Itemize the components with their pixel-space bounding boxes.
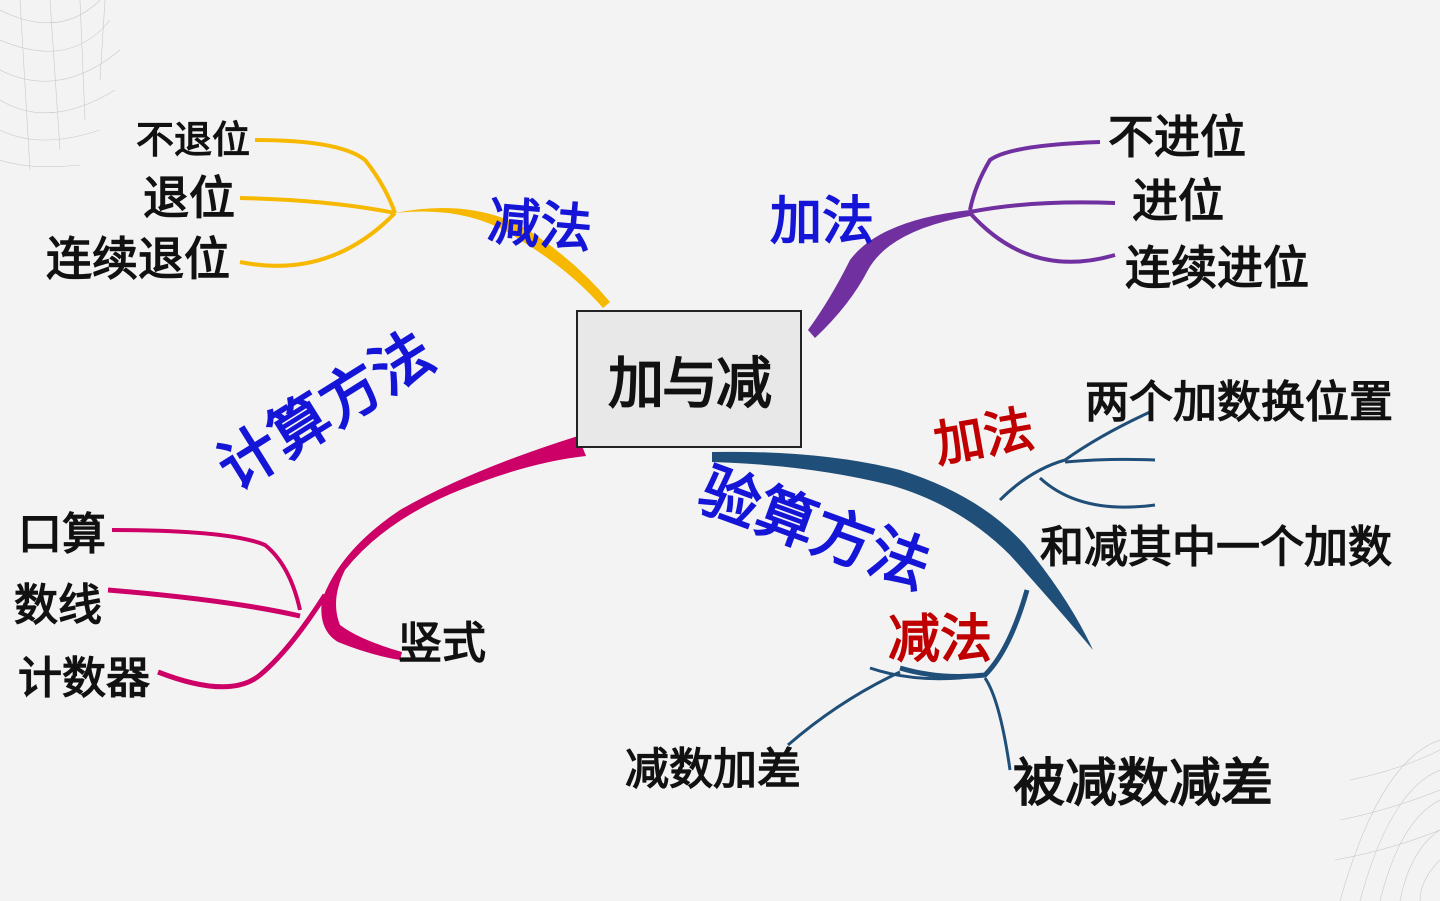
- check-method-branch: [712, 410, 1156, 771]
- calc-sub-stroke-3: [157, 593, 328, 690]
- check-method-branch-label[interactable]: 验算方法: [689, 455, 940, 604]
- subtraction-sub-stroke-2: [239, 196, 396, 215]
- calc-item-abacus[interactable]: 计数器: [18, 653, 150, 704]
- check-subtraction-label[interactable]: 减法: [888, 609, 993, 670]
- calc-method-branch-label[interactable]: 计算方法: [205, 317, 447, 505]
- check-add-sub-stroke-3: [1038, 476, 1156, 509]
- addition-sub-stroke-2: [969, 200, 1116, 214]
- calc-item-number-line[interactable]: 数线: [14, 580, 102, 631]
- subtraction-item-no-borrow[interactable]: 不退位: [136, 117, 251, 162]
- calc-sub-stroke-1: [111, 528, 302, 611]
- addition-item-consecutive-carry[interactable]: 连续进位: [1125, 241, 1309, 295]
- subtraction-sub-stroke-1: [254, 138, 397, 214]
- calc-method-branch: [107, 436, 586, 690]
- check-addition-item-swap[interactable]: 两个加数换位置: [1085, 377, 1393, 428]
- calc-item-mental[interactable]: 口算: [18, 509, 106, 560]
- calc-item-vertical[interactable]: 竖式: [398, 618, 486, 669]
- network-decoration-bottom-right: [1334, 739, 1440, 901]
- check-sub-stroke-4: [983, 677, 1012, 771]
- check-add-sub-stroke-2: [1064, 457, 1156, 464]
- check-sub-stroke-3: [787, 670, 901, 747]
- addition-branch-label[interactable]: 加法: [770, 191, 875, 252]
- calc-sub-stroke-2: [107, 587, 301, 619]
- addition-sub-stroke-1: [968, 140, 1101, 211]
- check-addition-label[interactable]: 加法: [929, 398, 1039, 475]
- center-node[interactable]: 加与减: [576, 310, 802, 448]
- addition-item-carry[interactable]: 进位: [1132, 174, 1224, 228]
- addition-sub-stroke-3: [968, 211, 1116, 264]
- network-decoration-top-left: [0, 0, 121, 171]
- check-addition-item-subtract[interactable]: 和减其中一个加数: [1040, 522, 1392, 573]
- addition-item-no-carry[interactable]: 不进位: [1108, 110, 1246, 164]
- subtraction-sub-stroke-3: [239, 211, 397, 268]
- check-subtraction-item-subtract[interactable]: 被减数减差: [1013, 753, 1274, 814]
- subtraction-item-consecutive-borrow[interactable]: 连续退位: [46, 232, 230, 286]
- check-subtraction-item-add[interactable]: 减数加差: [625, 744, 801, 795]
- subtraction-item-borrow[interactable]: 退位: [143, 171, 235, 225]
- subtraction-branch-label[interactable]: 减法: [485, 190, 595, 261]
